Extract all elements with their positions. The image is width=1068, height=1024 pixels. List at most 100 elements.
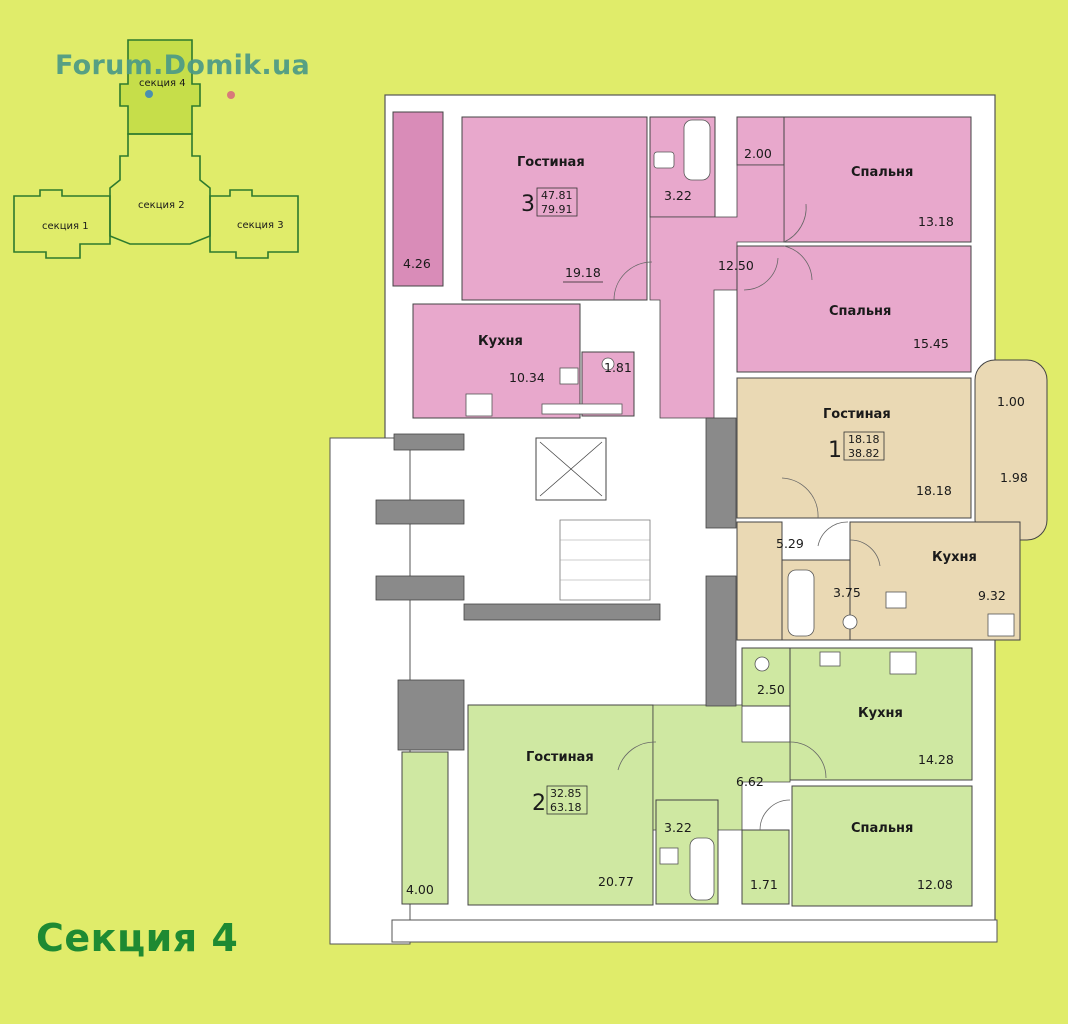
apt2-area-box <box>546 785 588 815</box>
apt3-bedroom-1-label: Спальня <box>851 165 913 180</box>
apt1-balcony <box>974 359 1048 541</box>
section-title: Секция 4 <box>36 916 239 960</box>
apt3-door-arc-3 <box>783 245 813 281</box>
apt3-living-room <box>461 116 648 301</box>
apt1-living-area: 18.18 <box>848 433 880 446</box>
apt2-bedroom <box>791 785 973 907</box>
core-wall-7 <box>393 433 465 451</box>
apt3-door-arc-2 <box>783 203 807 243</box>
apt1-bathtub-icon <box>787 569 815 637</box>
apartment-3 <box>392 111 972 419</box>
apt1-living-room <box>736 377 972 519</box>
apt2-closet-area: 1.71 <box>750 877 778 892</box>
key-plan-red-dot <box>227 91 235 99</box>
apartment-2 <box>401 647 973 907</box>
apt3-bedroom-2-area: 15.45 <box>913 336 949 351</box>
apt3-number: 3 <box>521 192 535 217</box>
apt3-stove-icon <box>465 393 493 417</box>
apt1-living-room-label: Гостиная <box>823 407 891 422</box>
key-plan-section-3 <box>209 189 299 259</box>
apt3-wc-area: 1.81 <box>604 360 632 375</box>
apt2-living-area: 32.85 <box>550 787 582 800</box>
apt2-living-room-area: 20.77 <box>598 874 634 889</box>
apt3-living-area: 47.81 <box>541 189 573 202</box>
apt2-kitchen-area: 14.28 <box>918 752 954 767</box>
apt3-hall-area: 12.50 <box>718 258 754 273</box>
apt2-living-room-label: Гостиная <box>526 750 594 765</box>
apt1-door-arc-1 <box>781 477 819 519</box>
apt2-number: 2 <box>532 791 546 816</box>
apt3-balcony <box>392 111 444 287</box>
core-wall-5 <box>397 679 465 751</box>
apt1-balcony-top-area: 1.00 <box>997 394 1025 409</box>
apt1-total-area: 38.82 <box>848 447 880 460</box>
apt1-kitchen-area: 9.32 <box>978 588 1006 603</box>
key-label-section-3: секция 3 <box>237 220 284 231</box>
core-wall-6 <box>705 417 737 529</box>
apt2-bath-sink-icon <box>659 847 679 865</box>
apt3-living-room-label: Гостиная <box>517 155 585 170</box>
apt2-hall-area: 6.62 <box>736 774 764 789</box>
apt3-living-room-area: 19.18 <box>565 265 601 280</box>
apt2-closet <box>741 829 790 905</box>
apt3-wc-sink-icon <box>559 367 579 385</box>
apt2-bedroom-label: Спальня <box>851 821 913 836</box>
apt3-bathroom-area: 3.22 <box>664 188 692 203</box>
apt2-sink-icon <box>819 651 841 667</box>
apt3-counter-icon <box>541 403 623 415</box>
apt1-living-room-area: 18.18 <box>916 483 952 498</box>
core-wall-4 <box>705 575 737 707</box>
apt3-balcony-area: 4.26 <box>403 256 431 271</box>
apt3-kitchen <box>412 303 581 419</box>
apt2-balcony-area: 4.00 <box>406 882 434 897</box>
key-label-section-1: секция 1 <box>42 221 89 232</box>
apt3-bedroom-1-area: 13.18 <box>918 214 954 229</box>
core-wall-1 <box>375 499 465 525</box>
apt2-toilet-icon <box>754 656 770 672</box>
apt1-bathroom-area: 3.75 <box>833 585 861 600</box>
apt3-door-arc-1 <box>613 261 653 301</box>
apt2-living-room <box>467 704 654 906</box>
apt3-closet <box>736 116 785 166</box>
apt2-wc <box>741 647 791 707</box>
apt2-total-area: 63.18 <box>550 801 582 814</box>
apt1-hall <box>736 521 783 641</box>
apt2-door-arc-3 <box>759 799 791 831</box>
stair-core <box>375 417 737 751</box>
core-wall-2 <box>375 575 465 601</box>
apt2-bedroom-area: 12.08 <box>917 877 953 892</box>
apt3-kitchen-label: Кухня <box>478 334 523 349</box>
apt2-bathroom-area: 3.22 <box>664 820 692 835</box>
apt3-closet-area: 2.00 <box>744 146 772 161</box>
apt3-sink-icon <box>653 151 675 169</box>
apt3-door-arc-4 <box>743 257 779 291</box>
apt1-balcony-bottom-area: 1.98 <box>1000 470 1028 485</box>
apt2-stove-icon <box>889 651 917 675</box>
apt1-door-arc-3 <box>849 539 881 567</box>
key-plan-section-1 <box>13 189 111 259</box>
apt2-door-arc-1 <box>617 741 657 771</box>
apt1-stove-icon <box>987 613 1015 637</box>
apartment-1 <box>736 359 1048 641</box>
key-plan: секция 4 секция 2 секция 1 секция 3 <box>13 39 299 259</box>
apt3-toilet-icon <box>601 357 615 371</box>
apt1-toilet-icon <box>842 614 858 630</box>
apt3-bathtub-icon <box>683 119 711 181</box>
apt3-area-box <box>536 187 578 217</box>
apt2-wc-area: 2.50 <box>757 682 785 697</box>
apt2-kitchen-label: Кухня <box>858 706 903 721</box>
apt2-door-arc-2 <box>789 741 827 779</box>
bottom-balcony-strip <box>391 919 998 943</box>
apt1-number: 1 <box>828 438 842 463</box>
apt1-sink-icon <box>885 591 907 609</box>
core-wall-3 <box>463 603 661 621</box>
apt1-door-arc-2 <box>817 521 849 547</box>
apt3-bedroom-2-label: Спальня <box>829 304 891 319</box>
apt3-total-area: 79.91 <box>541 203 573 216</box>
elevator-cross-2 <box>539 441 603 497</box>
watermark-text: Forum.Domik.ua <box>55 50 311 81</box>
apt3-bedroom-1 <box>783 116 972 243</box>
key-plan-section-2 <box>109 133 211 245</box>
apt2-balcony <box>401 751 449 905</box>
